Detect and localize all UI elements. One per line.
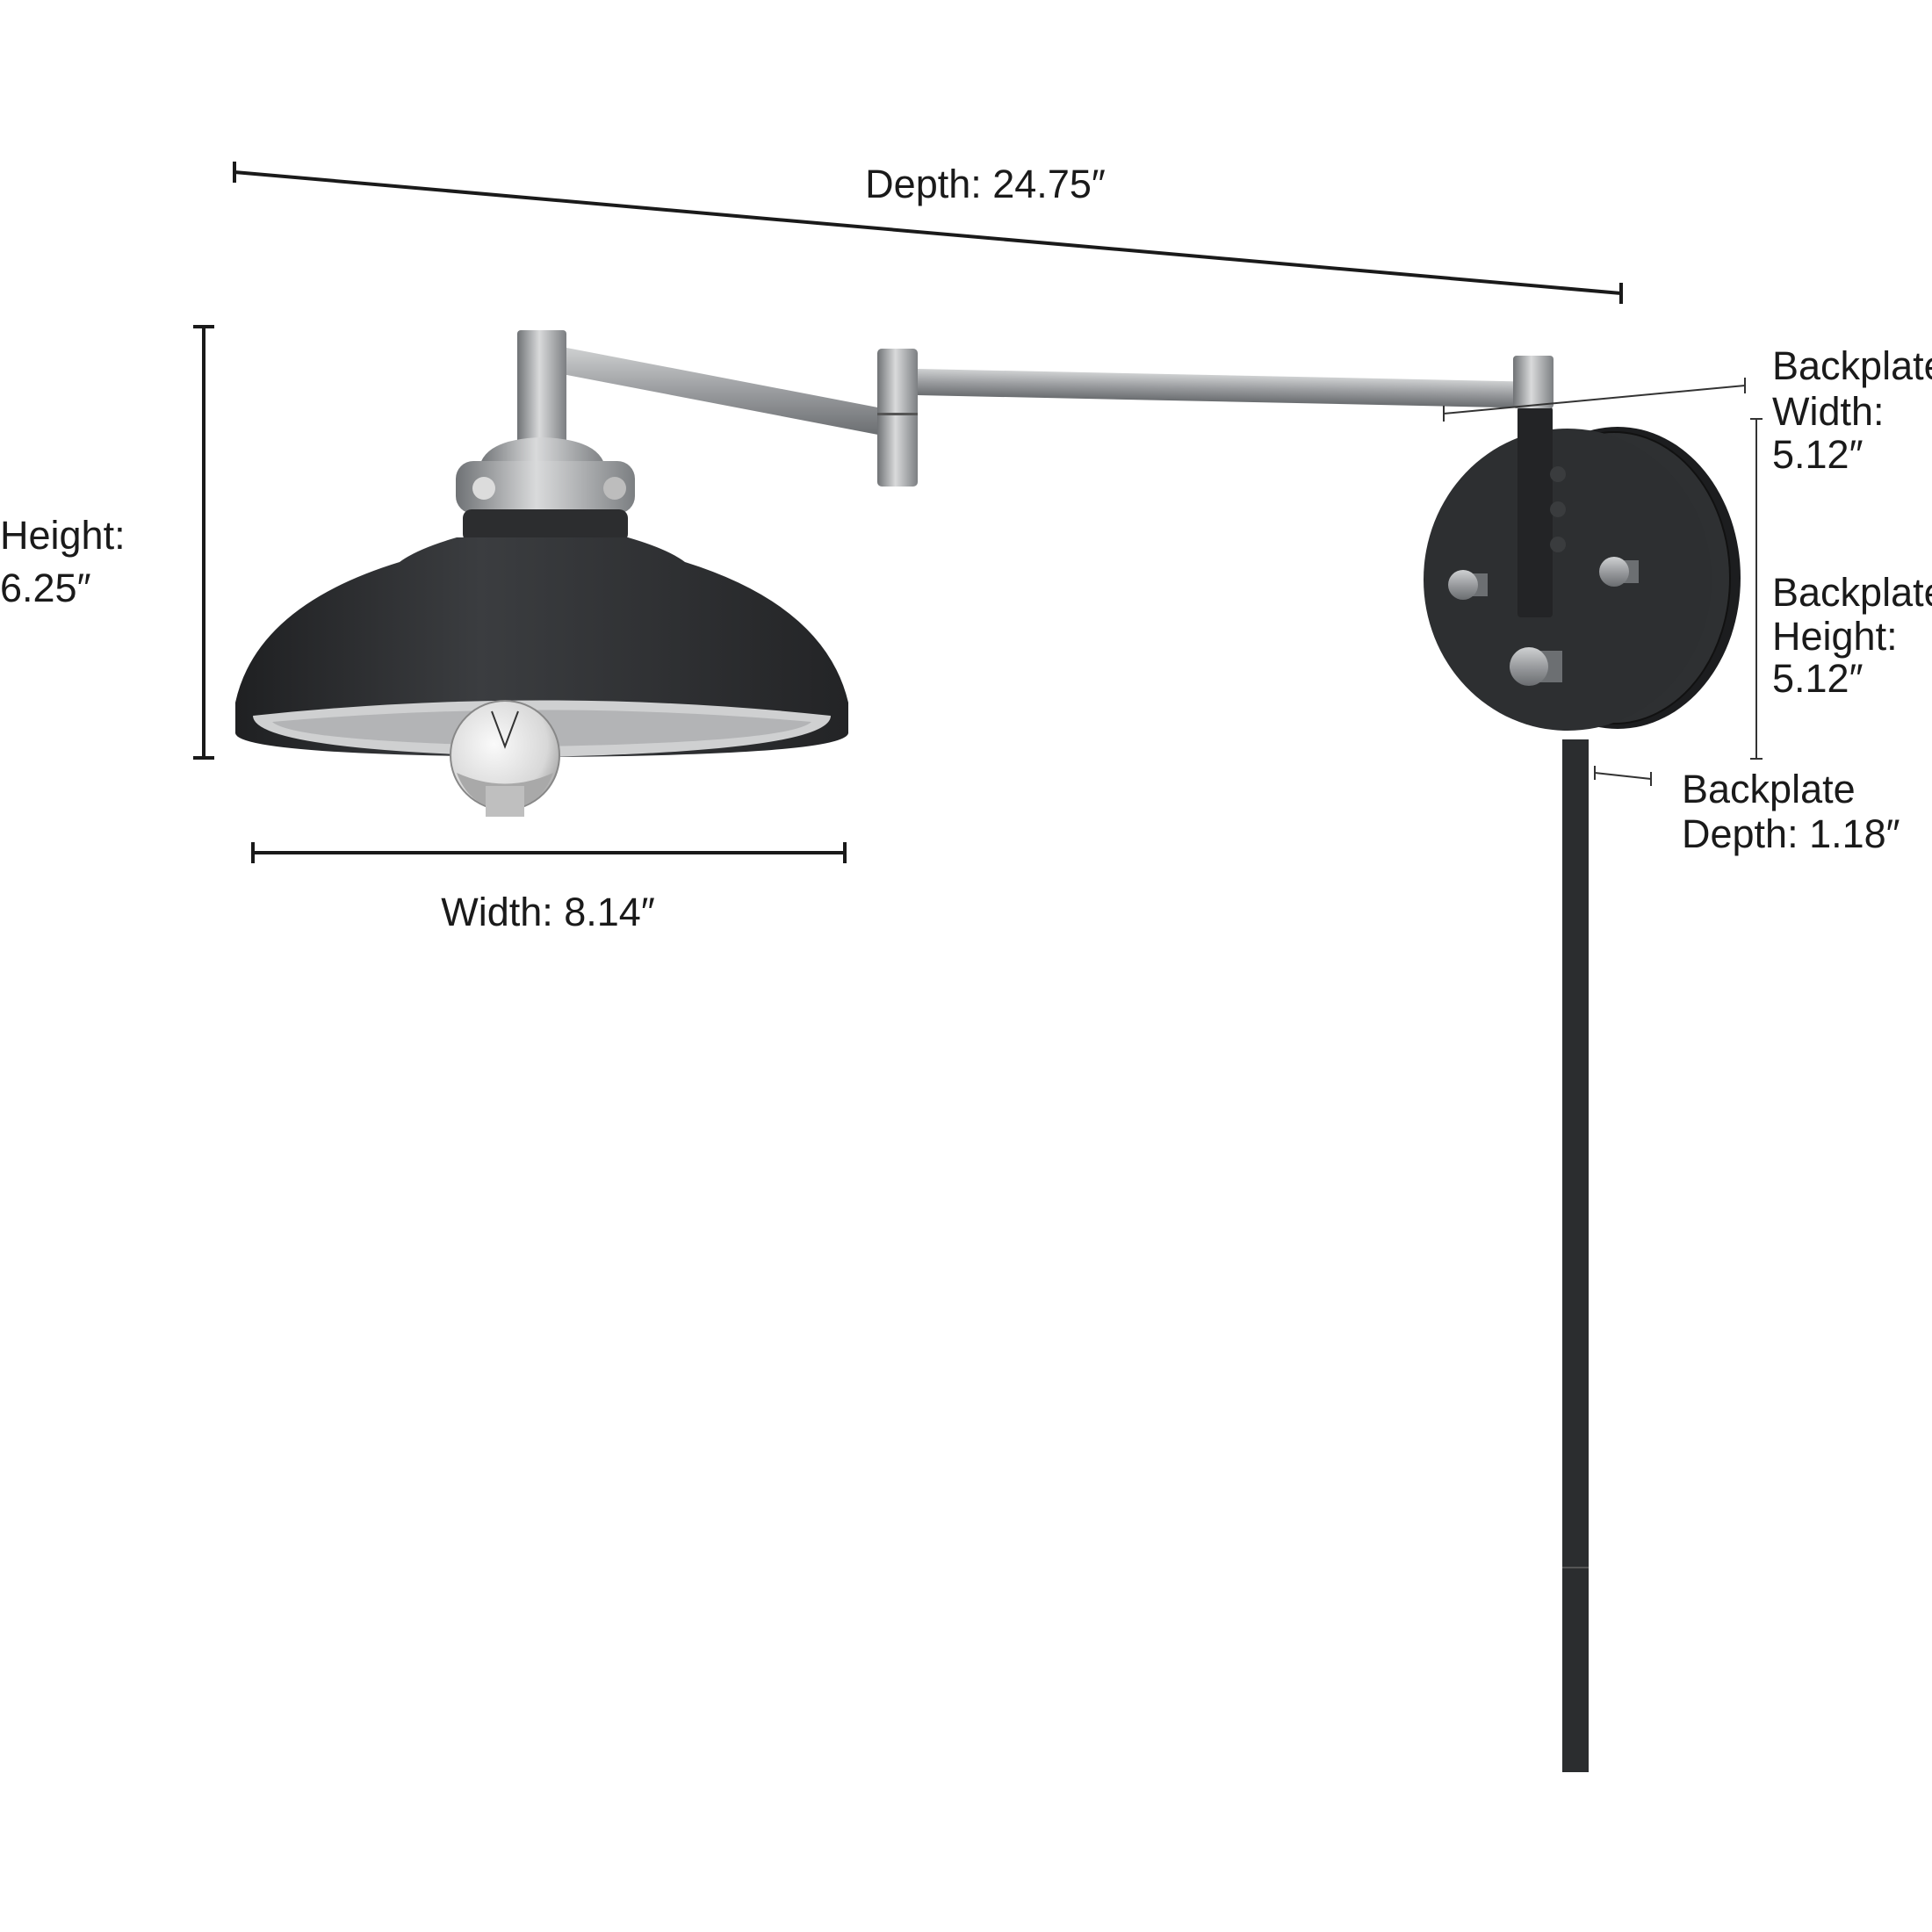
backplate-depth-dimension: Backplate Depth: 1.18″ <box>1594 766 1900 856</box>
backplate-height-label-2: Height: <box>1772 614 1898 659</box>
backplate-height-label-1: Backplate <box>1772 570 1932 615</box>
lamp-stem <box>517 330 566 446</box>
height-dimension: Height: 6.25″ <box>0 325 214 760</box>
height-value: 6.25″ <box>0 566 91 610</box>
backplate-depth-label-2: Depth: 1.18″ <box>1682 811 1900 856</box>
light-bulb <box>450 700 560 817</box>
backplate-width-value: 5.12″ <box>1772 432 1864 477</box>
lamp-illustration <box>235 330 1741 1772</box>
backplate-width-label-1: Backplate <box>1772 343 1932 388</box>
height-label: Height: <box>0 513 126 558</box>
socket-cap <box>456 437 635 543</box>
elbow-joint <box>877 349 918 487</box>
backplate-height-dimension: Backplate Height: 5.12″ <box>1750 418 1932 760</box>
backplate-width-label-2: Width: <box>1772 389 1885 434</box>
screw-bottom <box>1510 647 1562 686</box>
screw-left <box>1448 570 1488 600</box>
swing-arm-inner <box>558 347 887 436</box>
backplate-width-dimension: Backplate Width: 5.12″ <box>1443 343 1932 477</box>
backplate <box>1424 407 1741 731</box>
backplate-height-value: 5.12″ <box>1772 656 1864 701</box>
depth-label: Depth: 24.75″ <box>865 162 1106 206</box>
depth-dimension: Depth: 24.75″ <box>233 162 1623 304</box>
joint-backplate <box>1513 356 1554 408</box>
screw-right <box>1599 557 1639 587</box>
power-cord <box>1562 739 1589 1772</box>
width-label: Width: 8.14″ <box>441 890 655 934</box>
backplate-depth-label-1: Backplate <box>1682 767 1856 811</box>
swing-arm-outer <box>917 369 1524 408</box>
width-dimension: Width: 8.14″ <box>251 842 847 934</box>
